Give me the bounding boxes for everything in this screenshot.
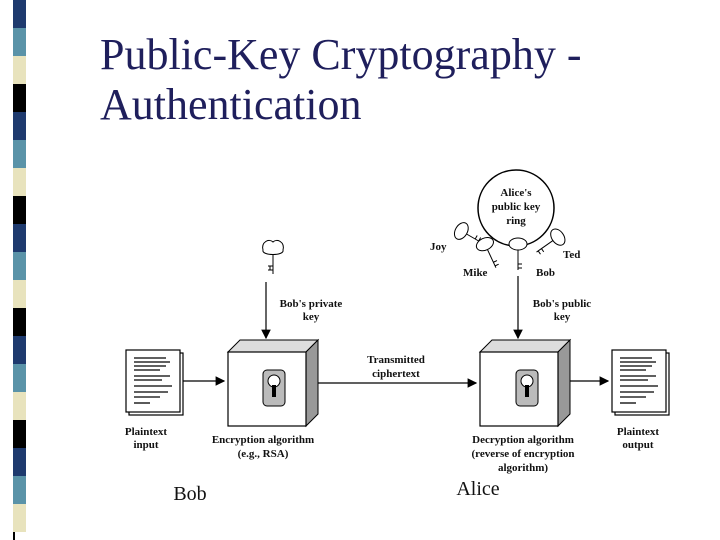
encryption-lock-icon	[262, 369, 286, 407]
stripe-block	[13, 56, 26, 84]
stripe-block	[13, 28, 26, 56]
stripe-block	[13, 224, 26, 252]
plaintext-input-label-line-2: input	[133, 439, 158, 451]
ring-key-mike-label: Mike	[463, 267, 488, 279]
decryption-lock-icon	[515, 369, 539, 407]
ring-key-joy-label: Joy	[430, 241, 447, 253]
right-party-label: Alice	[456, 478, 499, 500]
plaintext-output-document-icon	[611, 349, 670, 416]
stripe-block	[13, 420, 26, 448]
ring-key-ted-icon	[536, 228, 566, 255]
public-key-label-line-1: Bob's public	[533, 298, 592, 310]
key-ring-title-line-2: public key	[492, 201, 541, 213]
stripe-block	[13, 252, 26, 280]
private-key-icon	[262, 239, 284, 274]
stripe-block	[13, 196, 26, 224]
stripe-block	[13, 84, 26, 112]
key-ring-title-line-3: ring	[506, 215, 526, 227]
public-key-label-line-2: key	[554, 311, 571, 323]
ring-key-ted-label: Ted	[563, 249, 580, 261]
key-ring-title-line-1: Alice's	[500, 187, 532, 199]
key-ring: Alice's public key ring	[477, 169, 555, 247]
ring-key-mike-icon	[475, 236, 499, 268]
stripe-block	[13, 504, 26, 532]
left-party-label: Bob	[173, 483, 206, 505]
stripe-block	[13, 336, 26, 364]
stripe-block	[13, 476, 26, 504]
private-key-label-line-2: key	[303, 311, 320, 323]
decryption-label-line-2: (reverse of encryption	[471, 448, 574, 460]
encryption-label-line-2: (e.g., RSA)	[238, 448, 289, 460]
ring-key-joy-icon	[453, 222, 482, 243]
transmitted-label-line-2: ciphertext	[372, 368, 420, 380]
stripe-block	[13, 168, 26, 196]
transmitted-label-line-1: Transmitted	[367, 354, 425, 366]
decryption-box	[478, 338, 572, 428]
stripe-block	[13, 308, 26, 336]
plaintext-input-document-icon	[125, 349, 184, 416]
slide-title: Public-Key Cryptography - Authentication	[100, 30, 582, 129]
ring-key-bob-icon	[508, 237, 528, 270]
stripe-block	[13, 448, 26, 476]
stripe-block	[13, 0, 26, 28]
plaintext-input-label-line-1: Plaintext	[125, 426, 167, 438]
encryption-label-line-1: Encryption algorithm	[212, 434, 314, 446]
stripe-block	[13, 112, 26, 140]
ring-key-bob-label: Bob	[536, 267, 555, 279]
plaintext-output-label-line-2: output	[622, 439, 654, 451]
decryption-label-line-3: algorithm)	[498, 462, 548, 474]
encryption-box	[226, 338, 320, 428]
plaintext-output-label-line-1: Plaintext	[617, 426, 659, 438]
private-key-label-line-1: Bob's private	[280, 298, 343, 310]
stripe-block	[13, 364, 26, 392]
stripe-block	[13, 392, 26, 420]
stripe-block	[13, 140, 26, 168]
stripe-block	[13, 280, 26, 308]
decryption-label-line-1: Decryption algorithm	[472, 434, 574, 446]
decorative-stripe	[0, 0, 26, 540]
